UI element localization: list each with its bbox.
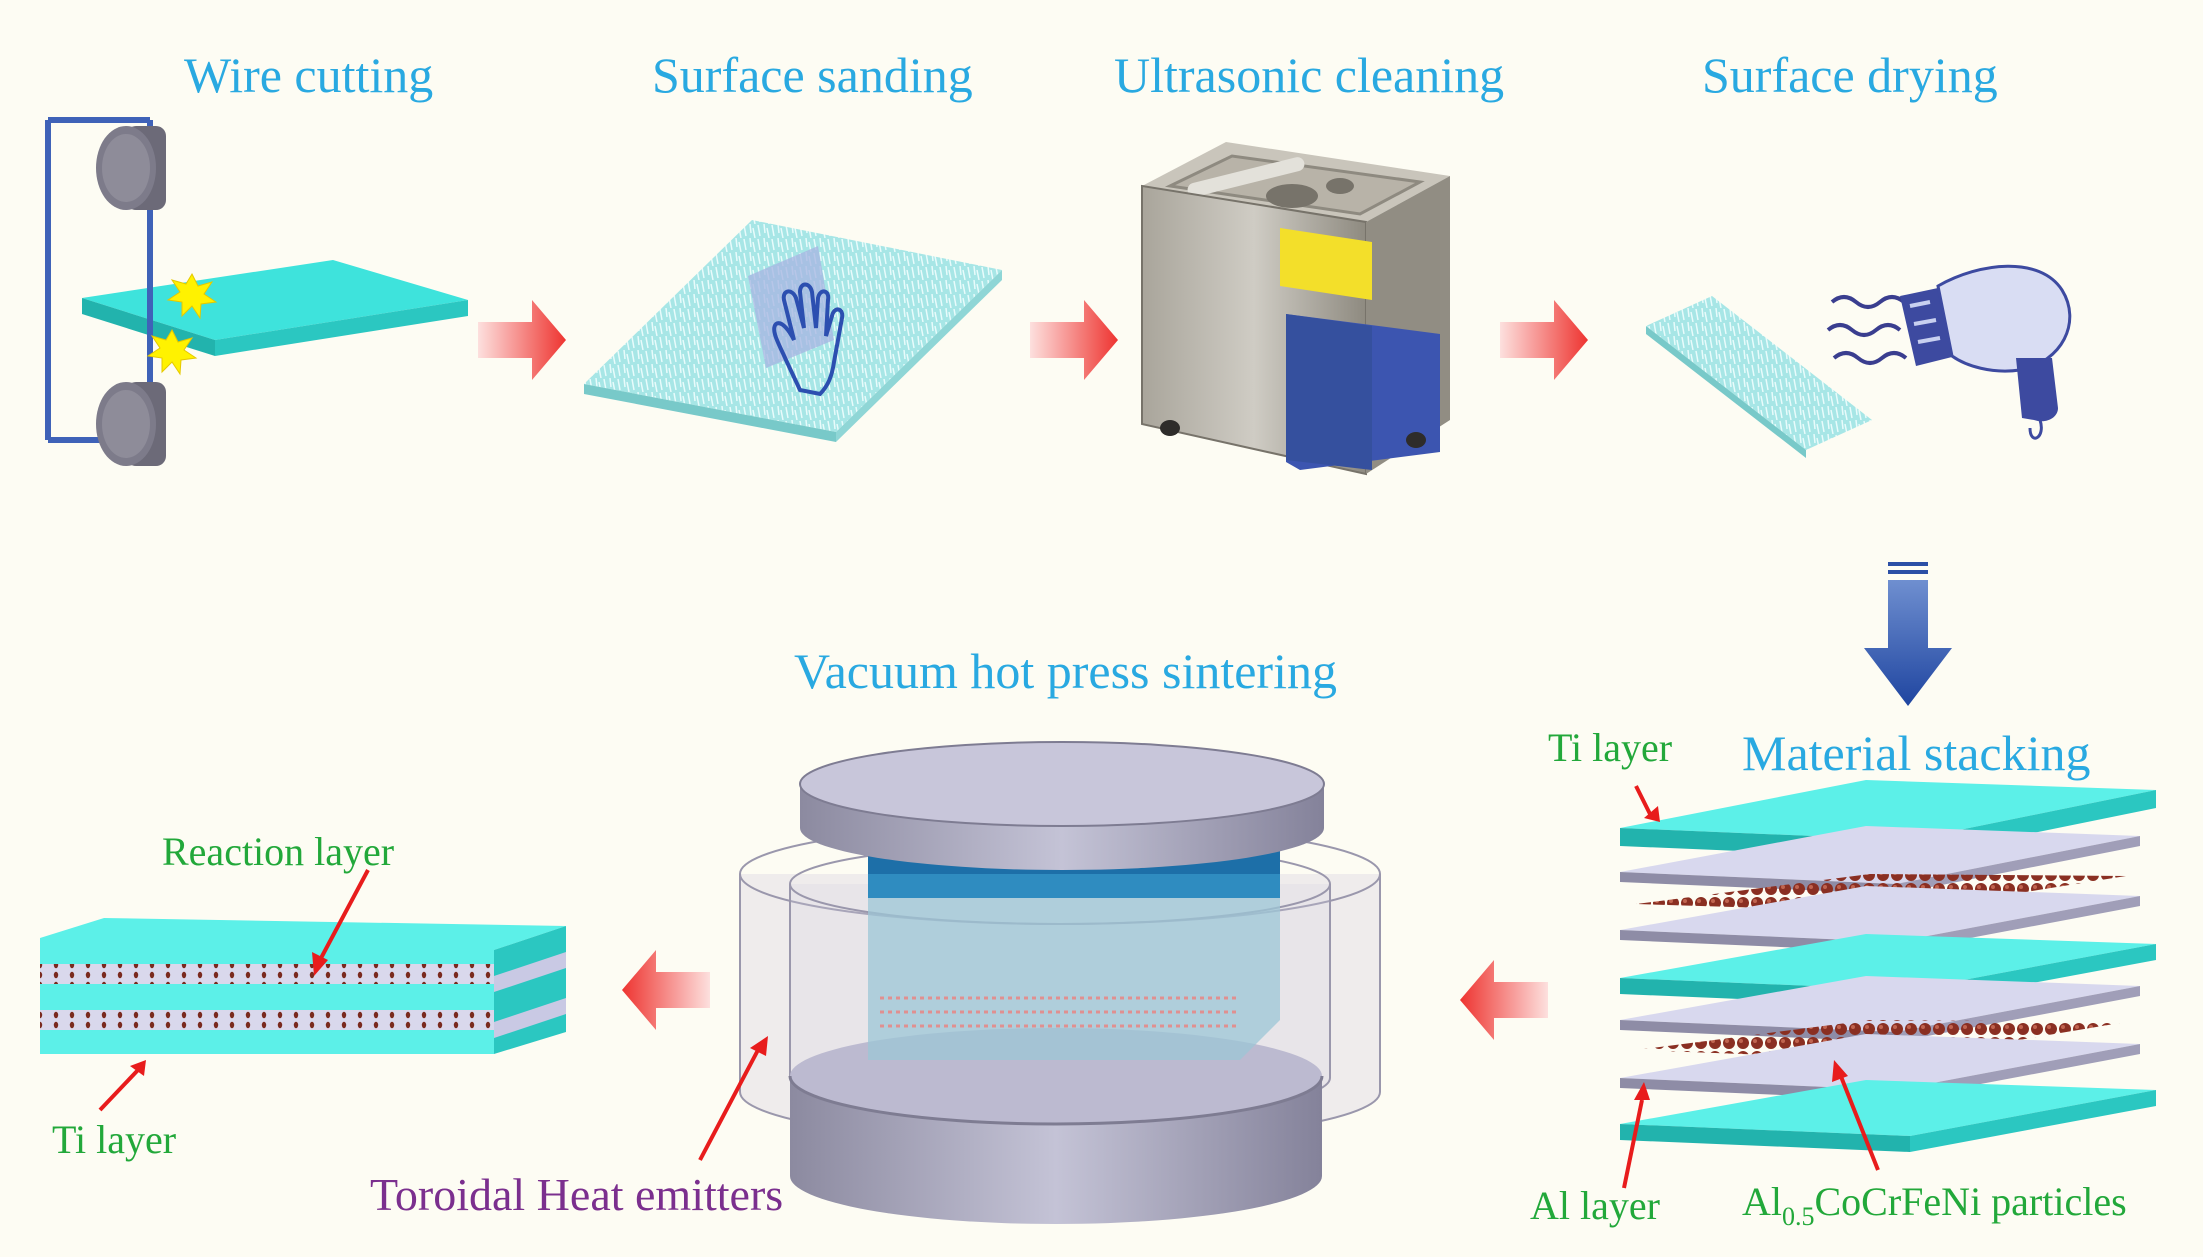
ultrasonic-cleaner-illustration bbox=[1141, 142, 1450, 476]
cleaned-strip bbox=[1646, 296, 1872, 450]
sample-chamber bbox=[868, 850, 1280, 1060]
flow-arrow-right bbox=[478, 300, 566, 380]
flow-arrow-down bbox=[1864, 562, 1952, 706]
surface-drying-illustration bbox=[1646, 264, 2072, 458]
annotation-arrow bbox=[1832, 1060, 1880, 1171]
spark-icon bbox=[146, 328, 198, 376]
label-heat-emitters: Toroidal Heat emitters bbox=[370, 1169, 784, 1220]
label-al-layer: Al layer bbox=[1530, 1183, 1660, 1228]
annotation-arrow bbox=[1622, 1082, 1650, 1189]
flow-arrow-right bbox=[1030, 300, 1118, 380]
airflow-icon bbox=[1830, 295, 1906, 309]
reaction-layer-band bbox=[40, 964, 494, 984]
particles-prefix: Al bbox=[1742, 1179, 1782, 1224]
control-panel bbox=[1280, 228, 1372, 300]
step-label-surface-drying: Surface drying bbox=[1702, 47, 1998, 103]
hot-press-illustration bbox=[739, 741, 1381, 1224]
annotation-arrow bbox=[312, 869, 370, 976]
pulley-top bbox=[96, 126, 166, 210]
step-label-surface-sanding: Surface sanding bbox=[652, 47, 973, 103]
sandpaper bbox=[748, 246, 834, 368]
label-reaction-layer: Reaction layer bbox=[162, 829, 395, 874]
label-ti-layer-stack: Ti layer bbox=[1548, 725, 1673, 770]
hair-dryer-icon bbox=[1900, 264, 2072, 440]
flow-arrow-left bbox=[1460, 960, 1548, 1040]
spark-icon bbox=[166, 272, 218, 320]
pulley-bottom bbox=[96, 382, 166, 466]
particles-subscript: 0.5 bbox=[1782, 1202, 1815, 1231]
reaction-layer-band bbox=[40, 1010, 494, 1030]
material-stack-illustration bbox=[1620, 780, 2156, 1152]
label-ti-layer-product: Ti layer bbox=[52, 1117, 177, 1162]
label-particles: Al0.5CoCrFeNi particles bbox=[1742, 1182, 2127, 1230]
step-label-vacuum-hot-press: Vacuum hot press sintering bbox=[794, 643, 1337, 699]
hand-icon bbox=[772, 282, 845, 397]
wire-cutting-illustration bbox=[45, 117, 468, 466]
bonded-composite-illustration bbox=[40, 918, 566, 1054]
flow-arrow-right bbox=[1500, 300, 1588, 380]
surface-sanding-illustration bbox=[584, 220, 1002, 442]
ti-plate bbox=[82, 260, 468, 340]
flow-arrow-left bbox=[622, 950, 710, 1030]
step-label-material-stacking: Material stacking bbox=[1742, 725, 2091, 781]
step-label-ultrasonic-cleaning: Ultrasonic cleaning bbox=[1114, 47, 1505, 103]
particles-suffix: CoCrFeNi particles bbox=[1814, 1179, 2127, 1224]
annotation-arrow bbox=[1634, 785, 1660, 822]
annotation-arrow bbox=[698, 1036, 768, 1161]
step-label-wire-cutting: Wire cutting bbox=[184, 47, 434, 103]
annotation-arrow bbox=[98, 1060, 146, 1112]
